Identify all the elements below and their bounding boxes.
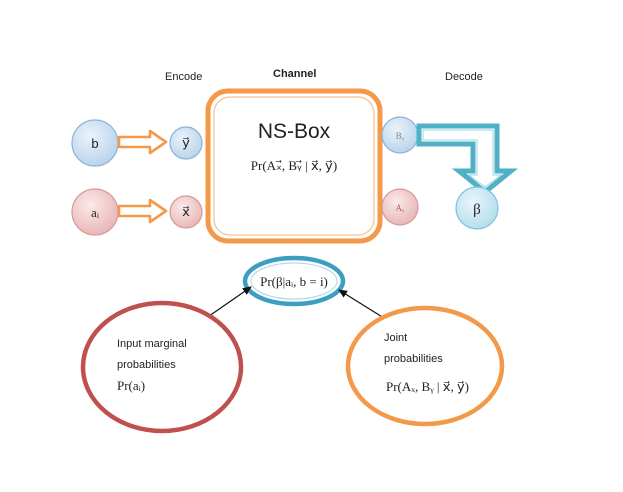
target-formula: Pr(β|aᵢ, b = i) [260,274,328,289]
y-vector-node [169,126,203,160]
input-marginal-line1: Input marginal [117,338,187,350]
input-marginal-formula: Pr(aᵢ) [117,378,145,393]
decode-label: Decode [445,71,483,83]
joint-line1: Joint [384,332,407,344]
x-vector-node [169,195,203,229]
x-vector-label: x⃗ [182,204,190,219]
b-output-label: Bᵧ [396,131,405,142]
ns-box-formula: Pr(Aₓ⃗, Bᵧ⃗ | x⃗, y⃗) [251,158,337,173]
joint-formula: Pr(Aₓ, Bᵧ | x⃗, y⃗) [386,379,469,395]
input-marginal-ellipse [80,300,244,434]
ns-box [205,88,383,244]
encode-arrow-top [117,129,168,155]
joint-line2: probabilities [384,353,443,365]
encode-label: Encode [165,71,202,83]
ns-box-title: NS-Box [258,120,331,143]
b-node-label: b [91,136,98,151]
a-output-node [381,188,419,226]
beta-label: β [473,202,481,218]
a-output-label: Aₓ [395,203,404,213]
beta-node [455,186,499,230]
channel-label: Channel [273,68,316,80]
target-ellipse [242,255,346,307]
decode-arrow [416,123,519,196]
a-i-node-label: aᵢ [91,205,100,220]
input-marginal-line2: probabilities [117,359,176,371]
y-vector-label: y⃗ [182,135,190,150]
joint-ellipse [345,305,505,427]
encode-arrow-bottom [117,198,168,224]
